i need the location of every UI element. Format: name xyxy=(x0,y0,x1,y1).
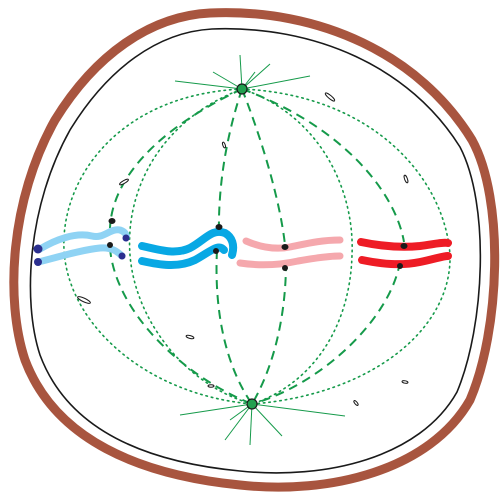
centromere xyxy=(108,218,116,224)
spindle-fiber xyxy=(251,261,287,405)
organelle xyxy=(77,296,91,304)
aster-ray xyxy=(174,80,243,90)
centromere xyxy=(400,243,408,249)
organelles xyxy=(77,92,409,406)
aster-ray xyxy=(241,63,271,90)
chromatid-lower xyxy=(34,244,126,266)
chromatid-end-dot xyxy=(118,252,126,260)
top-pole xyxy=(236,83,248,95)
aster-ray xyxy=(251,403,346,417)
organelle xyxy=(401,380,409,384)
aster-ray xyxy=(241,75,311,90)
bottom-pole xyxy=(246,398,258,410)
chromatid-end-dot xyxy=(33,244,43,254)
aster-ray xyxy=(251,403,283,437)
chromatid-upper xyxy=(36,226,130,253)
organelle xyxy=(221,141,227,149)
aster-ray xyxy=(179,403,253,416)
organelle xyxy=(119,178,129,186)
chromatid-lower xyxy=(236,252,344,269)
chromatid-end-dot xyxy=(122,234,130,242)
centromere xyxy=(213,248,219,254)
organelle xyxy=(185,334,195,340)
centromere xyxy=(281,244,289,250)
spindle-fiber xyxy=(128,88,253,405)
organelle xyxy=(403,174,409,184)
chromatid-upper xyxy=(138,227,238,259)
spindle-fiber xyxy=(109,88,243,229)
chromatid-lower xyxy=(358,252,452,269)
aster-bottom xyxy=(179,403,346,446)
spindle-fiber xyxy=(241,88,286,246)
light-blue-pair xyxy=(33,218,130,266)
blue-pair xyxy=(138,224,238,269)
spindle-fiber xyxy=(109,247,253,405)
spindle-fibers-kinetochore xyxy=(109,88,405,405)
aster-ray xyxy=(249,403,253,446)
aster-ray xyxy=(239,54,243,90)
chromatid-lower xyxy=(138,243,228,269)
centromere xyxy=(107,242,113,248)
red-pair xyxy=(357,238,452,269)
organelle xyxy=(207,384,215,388)
spindle-fiber xyxy=(63,88,253,405)
organelle xyxy=(353,400,359,406)
organelle xyxy=(324,92,336,102)
pink-pair xyxy=(236,236,344,271)
aster-top xyxy=(174,54,311,90)
cell-membrane xyxy=(29,27,482,474)
centromere xyxy=(397,263,403,269)
spindle-fiber xyxy=(215,249,253,405)
spindle-fiber xyxy=(251,261,401,405)
spindle-fiber xyxy=(241,88,405,243)
chromatid-end-dot xyxy=(34,258,42,266)
spindle-fiber xyxy=(217,88,243,236)
spindle-fiber xyxy=(241,88,353,405)
centromere xyxy=(215,224,223,230)
chromatid-upper xyxy=(357,238,452,251)
cell-wall xyxy=(9,8,500,492)
aster-ray xyxy=(212,71,243,90)
chromatid-upper xyxy=(242,236,344,252)
centromere xyxy=(282,265,288,271)
aster-ray xyxy=(224,403,253,441)
